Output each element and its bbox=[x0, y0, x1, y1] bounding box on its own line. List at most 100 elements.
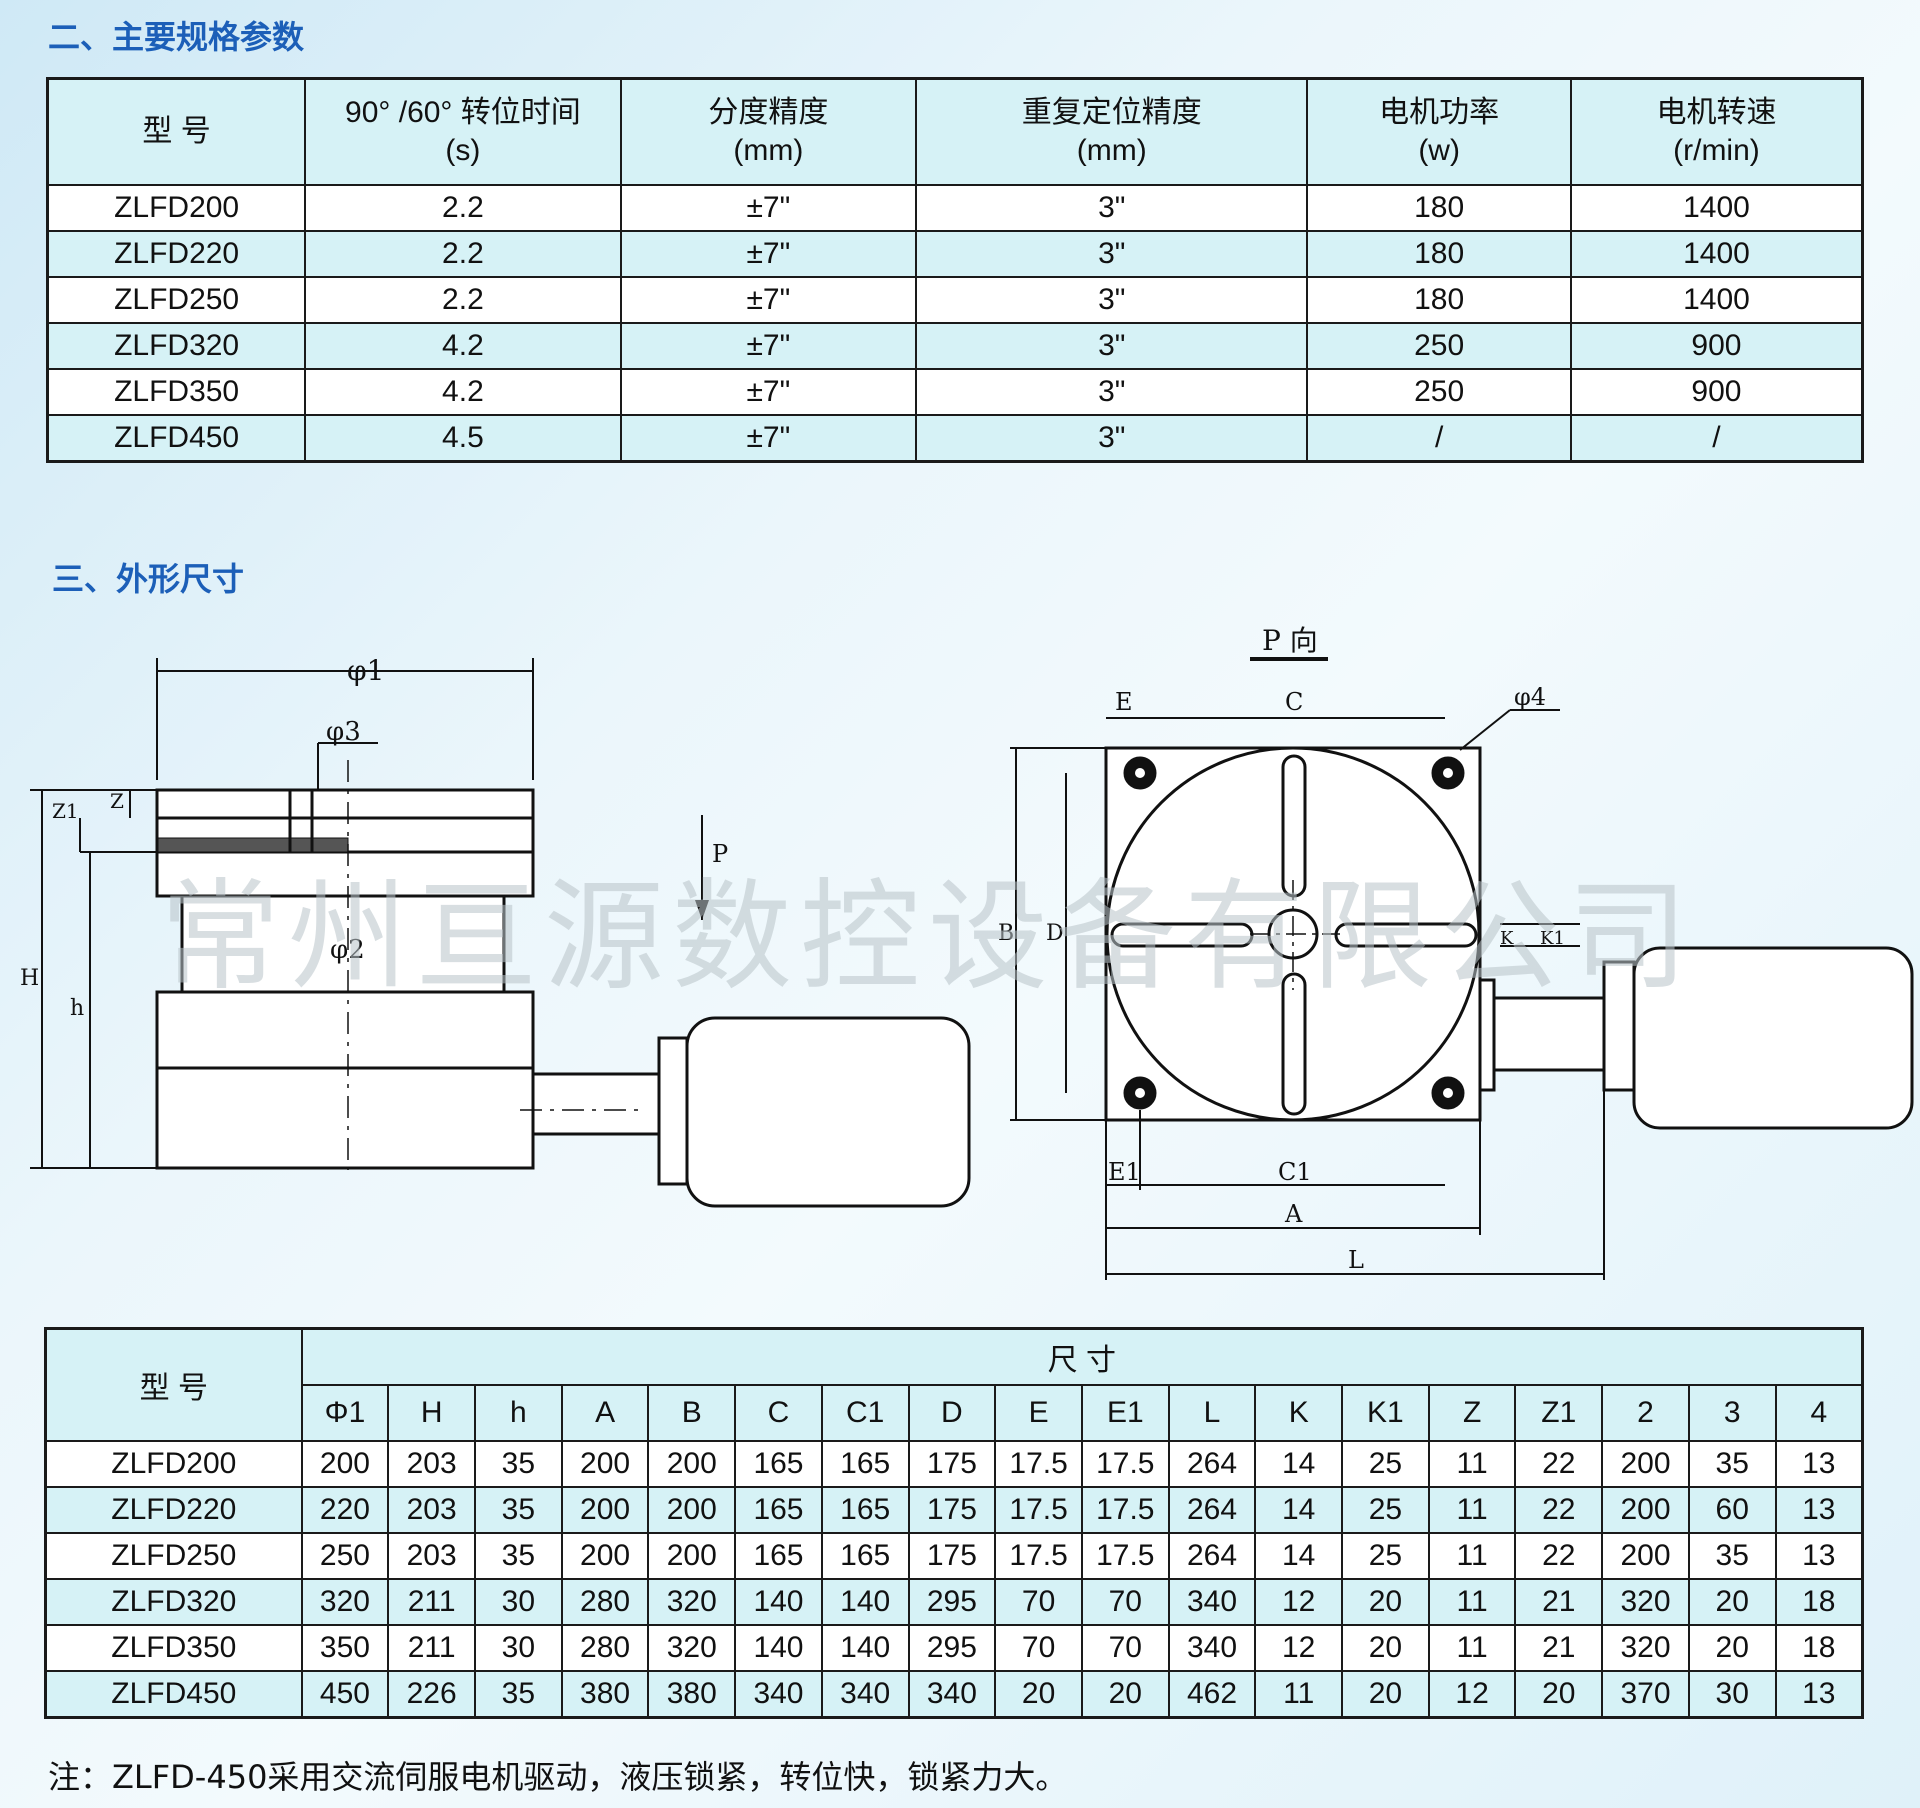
spec-header-label: 型 号 bbox=[142, 115, 211, 148]
model-cell: ZLFD200 bbox=[46, 184, 307, 232]
spec-value-cell: 180 bbox=[1306, 184, 1572, 232]
dimension-value-cell: 200 bbox=[1601, 1486, 1690, 1534]
dimension-value-cell: 264 bbox=[1167, 1486, 1257, 1534]
dimension-value-cell: 20 bbox=[1341, 1670, 1430, 1719]
model-cell: ZLFD320 bbox=[46, 322, 307, 370]
model-cell: ZLFD250 bbox=[44, 1532, 303, 1580]
spec-value-cell: 900 bbox=[1569, 368, 1864, 416]
spec-header-unit: (w) bbox=[1418, 134, 1460, 167]
spec-value-cell: 3" bbox=[915, 368, 1309, 416]
dimension-value-cell: 12 bbox=[1254, 1624, 1344, 1672]
dimension-value-cell: 20 bbox=[1341, 1578, 1430, 1626]
dimension-value-cell: 340 bbox=[1167, 1578, 1257, 1626]
K1-label: K1 bbox=[1540, 928, 1565, 949]
dimension-value-cell: 450 bbox=[300, 1670, 390, 1719]
spec-value-cell: ±7" bbox=[619, 322, 918, 370]
model-cell: ZLFD350 bbox=[44, 1624, 303, 1672]
model-cell: ZLFD350 bbox=[46, 368, 307, 416]
dimension-value-cell: 200 bbox=[647, 1486, 737, 1534]
dimension-value-cell: 165 bbox=[820, 1486, 910, 1534]
spec-value-cell: 250 bbox=[1306, 322, 1572, 370]
dimension-value-cell: 295 bbox=[907, 1624, 997, 1672]
dimension-value-cell: 165 bbox=[734, 1532, 823, 1580]
spec-header-label: 90° /60° 转位时间 bbox=[345, 96, 581, 129]
spec-header-cell: 90° /60° 转位时间 (s) bbox=[304, 77, 622, 186]
dimension-value-cell: 340 bbox=[907, 1670, 997, 1719]
spec-header-label: 分度精度 bbox=[708, 96, 829, 129]
dimension-value-cell: 11 bbox=[1427, 1624, 1517, 1672]
dimension-column-header: C bbox=[734, 1384, 823, 1442]
spec-header-label: 电机转速 bbox=[1656, 96, 1777, 129]
h-label: h bbox=[70, 996, 84, 1021]
dimension-column-header: Z bbox=[1427, 1384, 1517, 1442]
dimension-value-cell: 22 bbox=[1514, 1486, 1604, 1534]
dimension-value-cell: 320 bbox=[1601, 1624, 1690, 1672]
dimension-value-cell: 13 bbox=[1774, 1486, 1864, 1534]
dimension-value-cell: 20 bbox=[1687, 1624, 1777, 1672]
dimension-value-cell: 35 bbox=[474, 1670, 563, 1719]
dimension-value-cell: 175 bbox=[907, 1532, 997, 1580]
dimension-value-cell: 264 bbox=[1167, 1440, 1257, 1488]
dimension-value-cell: 165 bbox=[820, 1440, 910, 1488]
spec-value-cell: 1400 bbox=[1569, 276, 1864, 324]
E-label: E bbox=[1115, 688, 1133, 716]
dimension-column-header: B bbox=[647, 1384, 737, 1442]
D-label: D bbox=[1046, 921, 1064, 946]
spec-value-cell: 3" bbox=[915, 230, 1309, 278]
model-cell: ZLFD450 bbox=[44, 1670, 303, 1719]
dimension-column-header: 4 bbox=[1774, 1384, 1864, 1442]
dimension-value-cell: 21 bbox=[1514, 1578, 1604, 1626]
dimension-value-cell: 20 bbox=[994, 1670, 1083, 1719]
Z-label: Z bbox=[110, 789, 124, 813]
spec-value-cell: 3" bbox=[915, 322, 1309, 370]
size-group-header: 尺 寸 bbox=[300, 1327, 1864, 1386]
spec-header-cell: 分度精度 (mm) bbox=[619, 77, 918, 186]
dimension-value-cell: 20 bbox=[1080, 1670, 1170, 1719]
dimension-column-header: K bbox=[1254, 1384, 1344, 1442]
model-cell: ZLFD220 bbox=[46, 230, 307, 278]
dimension-value-cell: 17.5 bbox=[994, 1440, 1083, 1488]
dimension-column-header: E1 bbox=[1080, 1384, 1170, 1442]
spec-value-cell: 2.2 bbox=[304, 276, 622, 324]
C-label: C bbox=[1285, 688, 1303, 716]
spec-header-unit: (mm) bbox=[733, 134, 804, 167]
spec-value-cell: 180 bbox=[1306, 230, 1572, 278]
dimension-section-title: 三、外形尺寸 bbox=[52, 560, 245, 598]
dimension-value-cell: 250 bbox=[300, 1532, 390, 1580]
dimension-value-cell: 226 bbox=[387, 1670, 477, 1719]
dimension-value-cell: 70 bbox=[994, 1578, 1083, 1626]
dimension-value-cell: 30 bbox=[474, 1578, 563, 1626]
dimension-value-cell: 35 bbox=[474, 1440, 563, 1488]
spec-value-cell: ±7" bbox=[619, 276, 918, 324]
dimension-value-cell: 17.5 bbox=[994, 1532, 1083, 1580]
dimension-value-cell: 140 bbox=[820, 1578, 910, 1626]
dimension-column-header: E bbox=[994, 1384, 1083, 1442]
top-view-drawing bbox=[1010, 657, 1914, 1280]
dimension-value-cell: 280 bbox=[560, 1578, 650, 1626]
dimension-value-cell: 320 bbox=[1601, 1578, 1690, 1626]
dimension-value-cell: 320 bbox=[647, 1624, 737, 1672]
dimension-value-cell: 70 bbox=[1080, 1578, 1170, 1626]
dimension-drawings: φ1 φ3 φ2 H h Z1 Z P bbox=[20, 624, 1914, 1280]
company-watermark: 常州亘源数控设备有限公司 bbox=[160, 868, 1696, 1007]
spec-value-cell: ±7" bbox=[619, 414, 918, 463]
spec-header-label: 重复定位精度 bbox=[1021, 96, 1202, 129]
spec-header-unit: (s) bbox=[445, 134, 481, 167]
dimension-value-cell: 20 bbox=[1687, 1578, 1777, 1626]
spec-header-cell: 电机转速(r/min) bbox=[1569, 77, 1864, 186]
model-cell: ZLFD220 bbox=[44, 1486, 303, 1534]
dimension-column-header: K1 bbox=[1341, 1384, 1430, 1442]
dimension-value-cell: 165 bbox=[734, 1440, 823, 1488]
dimension-column-header: H bbox=[387, 1384, 477, 1442]
dimension-value-cell: 380 bbox=[647, 1670, 737, 1719]
dimension-value-cell: 203 bbox=[387, 1440, 477, 1488]
dimension-value-cell: 211 bbox=[387, 1624, 477, 1672]
phi3-label: φ3 bbox=[326, 717, 361, 747]
phi1-label: φ1 bbox=[347, 654, 384, 687]
spec-value-cell: / bbox=[1306, 414, 1572, 463]
dimension-value-cell: 380 bbox=[560, 1670, 650, 1719]
dimension-value-cell: 60 bbox=[1687, 1486, 1777, 1534]
spec-value-cell: 1400 bbox=[1569, 230, 1864, 278]
